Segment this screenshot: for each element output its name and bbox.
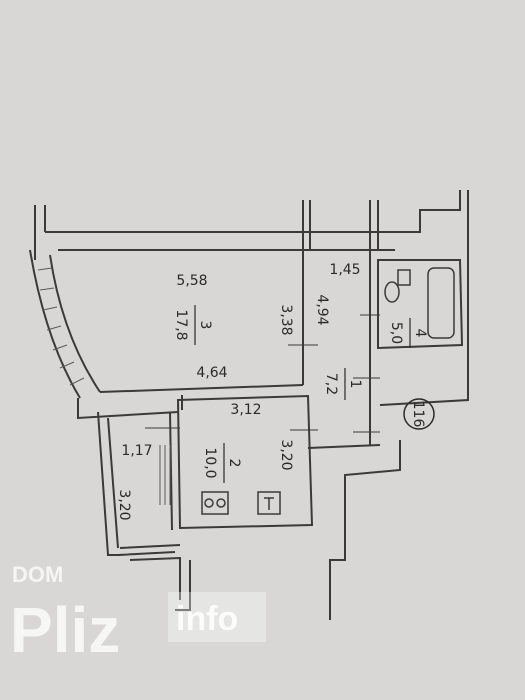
walls xyxy=(29,190,469,620)
room-2-area: 10,0 xyxy=(202,447,218,478)
wall-curve-inner xyxy=(49,254,101,393)
unit-number-badge: 116 xyxy=(403,398,435,430)
room-1-area: 7,2 xyxy=(323,373,339,395)
dim-corridor-top: 1,45 xyxy=(329,262,360,278)
room-1-number: 1 xyxy=(347,380,363,389)
watermark-pliz: Pliz xyxy=(10,594,120,666)
room-2-number: 2 xyxy=(226,459,242,468)
wall-bottom-stubs xyxy=(129,556,191,611)
dim-corridor-side: 4,94 xyxy=(314,294,330,325)
boiler xyxy=(257,491,281,515)
dim-room3-top: 5,58 xyxy=(176,273,207,289)
room-3-area: 17,8 xyxy=(173,309,189,340)
watermark-info: info xyxy=(176,600,238,638)
room-3-number: 3 xyxy=(197,321,213,330)
dim-balcony-top: 1,17 xyxy=(121,443,152,459)
dim-room3-side: 3,38 xyxy=(278,304,294,335)
unit-number-text: 116 xyxy=(410,401,426,428)
kitchen-walls xyxy=(176,394,314,530)
wall-lower-left xyxy=(77,398,179,420)
dim-kitchen-side: 3,20 xyxy=(278,439,294,470)
stove-burner-1 xyxy=(204,498,214,508)
dim-kitchen-top: 3,12 xyxy=(230,402,261,418)
wall-top-right xyxy=(395,190,461,233)
balcony-inner xyxy=(107,417,119,549)
fraction-lines xyxy=(194,305,411,483)
room-3-label: 3 17,8 xyxy=(173,309,213,340)
dim-room3-bottom: 4,64 xyxy=(196,365,227,381)
toilet xyxy=(384,281,400,303)
sink xyxy=(397,269,411,286)
wall-room3-right xyxy=(302,200,311,385)
window-hatch xyxy=(37,267,171,505)
fixtures xyxy=(201,267,455,515)
bathtub xyxy=(427,267,455,339)
watermark-badge-box xyxy=(168,592,266,642)
wall-room3-bottom xyxy=(99,384,304,393)
wall-corridor-right xyxy=(369,200,379,445)
wall-lower-right xyxy=(329,440,401,620)
dimension-ticks xyxy=(145,314,380,433)
stove xyxy=(201,491,229,515)
balcony-door-hatch xyxy=(159,445,171,505)
wall-left-stub xyxy=(34,205,46,260)
room-1-label: 1 7,2 xyxy=(323,373,363,395)
room-4-number: 4 xyxy=(412,329,428,338)
balcony-bottom xyxy=(117,544,181,556)
room-2-label: 2 10,0 xyxy=(202,447,242,478)
watermark: DOM Pliz info xyxy=(10,562,266,666)
unit-number-circle xyxy=(403,398,435,430)
dim-balcony-side: 3,20 xyxy=(116,489,132,520)
stove-burner-2 xyxy=(216,498,226,508)
wall-corridor-bottom xyxy=(307,444,381,449)
boiler-mark xyxy=(264,497,274,510)
balcony-outer xyxy=(97,411,120,556)
watermark-dom: DOM xyxy=(12,562,63,587)
bathroom-walls xyxy=(377,259,464,350)
room-4-area: 5,0 xyxy=(388,322,404,344)
room-4-label: 4 5,0 xyxy=(388,322,428,344)
kitchen-left-wall xyxy=(169,395,183,531)
